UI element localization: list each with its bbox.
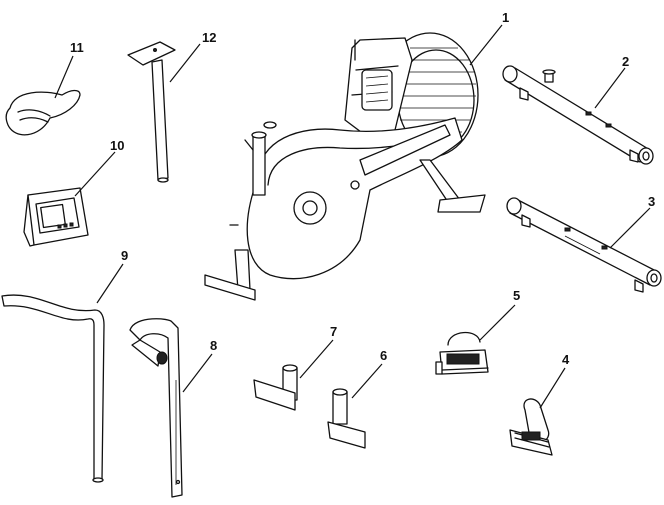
callout-number: 8 bbox=[210, 338, 217, 353]
right-arm-mount-drawing bbox=[328, 389, 365, 448]
callout-number: 10 bbox=[110, 138, 124, 153]
seat-drawing bbox=[6, 90, 80, 134]
callout-number: 2 bbox=[622, 54, 629, 69]
callout-number: 11 bbox=[70, 40, 84, 55]
callout-number: 6 bbox=[380, 348, 387, 363]
front-stabilizer-drawing bbox=[503, 66, 653, 164]
callout-number: 5 bbox=[513, 288, 520, 303]
main-frame-drawing bbox=[205, 33, 485, 300]
right-handlebar-arm-drawing bbox=[130, 319, 182, 497]
callout-number: 7 bbox=[330, 324, 337, 339]
console-drawing bbox=[24, 188, 88, 246]
left-pedal-drawing bbox=[436, 333, 488, 374]
rear-stabilizer-drawing bbox=[507, 198, 661, 292]
right-pedal-drawing bbox=[510, 399, 552, 455]
callout-number: 12 bbox=[202, 30, 216, 45]
callout-number: 4 bbox=[562, 352, 570, 367]
callout-number: 3 bbox=[648, 194, 655, 209]
seat-post-drawing bbox=[128, 42, 175, 182]
callout-number: 1 bbox=[502, 10, 509, 25]
callout-number: 9 bbox=[121, 248, 128, 263]
center-handlebar-drawing bbox=[2, 295, 104, 482]
left-arm-mount-drawing bbox=[254, 365, 297, 410]
